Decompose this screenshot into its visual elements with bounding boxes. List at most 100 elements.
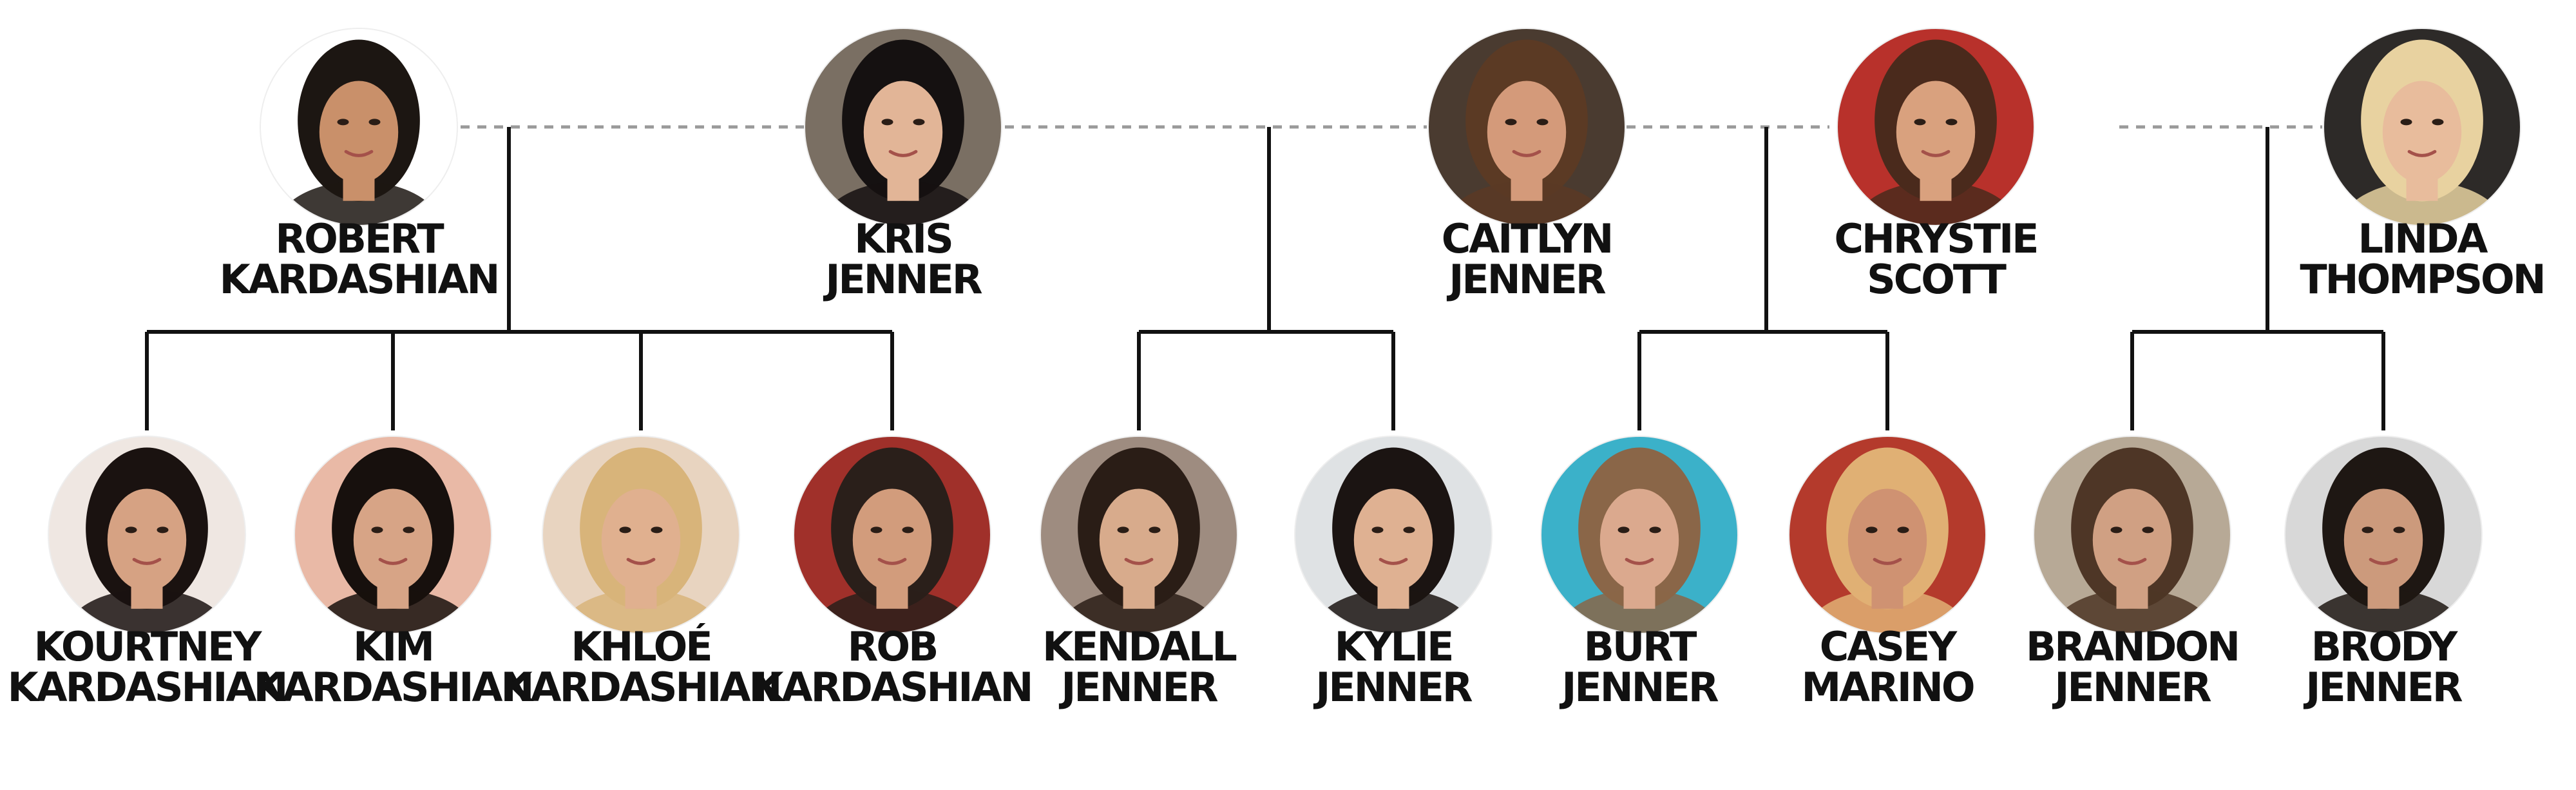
eye-left <box>1617 526 1630 534</box>
face-shape <box>1487 81 1567 184</box>
mouth <box>2117 557 2147 565</box>
shoulders-shape <box>274 181 443 226</box>
portrait-ring <box>804 28 1002 226</box>
connector-kardashian-children <box>145 127 894 430</box>
eye-left <box>881 119 893 126</box>
connector-scott-children <box>1637 127 1889 430</box>
face-shape <box>1353 488 1433 592</box>
face-shape <box>1599 488 1679 592</box>
portrait-ring <box>2323 28 2521 226</box>
connector-jenner-children <box>1137 127 1395 430</box>
shoulders-shape <box>1309 589 1478 633</box>
shoulders-shape <box>819 181 987 226</box>
name-first: LINDA <box>2358 215 2488 262</box>
shoulders-shape <box>309 589 477 633</box>
shoulders-shape <box>1803 589 1972 633</box>
name-first: BURT <box>1584 623 1697 670</box>
eye-left <box>1865 526 1878 534</box>
face-shape <box>107 488 187 592</box>
eye-left <box>1117 526 1129 534</box>
name-last: JENNER <box>823 256 982 303</box>
shoulders-shape <box>1555 589 1724 633</box>
eye-left <box>337 119 349 126</box>
name-first: BRANDON <box>2026 623 2238 670</box>
eye-left <box>2361 526 2374 534</box>
name-first: KOURTNEY <box>34 623 263 670</box>
eye-left <box>2110 526 2123 534</box>
face-shape <box>852 488 932 592</box>
name-last: THOMPSON <box>2300 256 2544 303</box>
face-shape <box>1099 488 1179 592</box>
portrait-ring <box>2284 436 2483 634</box>
eye-right <box>1897 526 1909 534</box>
portrait-caitlyn <box>1428 28 1625 226</box>
connector-thompson-children <box>2130 127 2385 430</box>
portrait-brody <box>2285 436 2482 633</box>
shoulders-shape <box>2299 589 2468 633</box>
shoulders-shape <box>2338 181 2506 226</box>
eye-right <box>403 526 415 534</box>
portrait-kris <box>805 28 1002 226</box>
mouth <box>1379 557 1408 565</box>
face-shape <box>2382 81 2462 184</box>
shoulders-shape <box>1442 181 1611 226</box>
face-shape <box>1847 488 1927 592</box>
portrait-ring <box>1294 436 1493 634</box>
eye-right <box>1149 526 1161 534</box>
mouth <box>378 557 408 565</box>
portrait-brandon <box>2034 436 2231 633</box>
portrait-casey <box>1789 436 1986 633</box>
name-last: KARDASHIAN <box>220 256 499 303</box>
face-shape <box>601 488 681 592</box>
portrait-robert <box>260 28 457 226</box>
mouth <box>1512 149 1541 157</box>
portrait-ring <box>1837 28 2035 226</box>
face-shape <box>2092 488 2172 592</box>
name-last: JENNER <box>1446 256 1606 303</box>
portrait-ring <box>1040 436 1238 634</box>
mouth <box>877 557 907 565</box>
name-last: KARDASHIAN <box>502 664 781 711</box>
shoulders-shape <box>808 589 977 633</box>
mouth <box>2407 149 2437 157</box>
portrait-burt <box>1541 436 1738 633</box>
name-first: KIM <box>353 623 433 670</box>
eye-right <box>2142 526 2154 534</box>
eye-left <box>2400 119 2412 126</box>
portrait-ring <box>542 436 740 634</box>
portrait-ring <box>48 436 246 634</box>
portrait-ring <box>1788 436 1987 634</box>
eye-right <box>1403 526 1415 534</box>
name-first: KRIS <box>854 215 952 262</box>
shoulders-shape <box>2048 589 2217 633</box>
mouth <box>1625 557 1654 565</box>
name-first: ROB <box>848 623 937 670</box>
name-first: CHRYSTIE <box>1834 215 2037 262</box>
portrait-kendall <box>1040 436 1237 633</box>
eye-left <box>870 526 883 534</box>
eye-right <box>902 526 914 534</box>
portrait-ring <box>260 28 458 226</box>
mouth <box>888 149 918 157</box>
eye-right <box>1536 119 1549 126</box>
face-shape <box>863 81 943 184</box>
eye-right <box>2432 119 2444 126</box>
name-first: KHLOÉ <box>571 623 711 670</box>
mouth <box>1873 557 1902 565</box>
portrait-linda <box>2323 28 2521 226</box>
name-first: CAITLYN <box>1442 215 1612 262</box>
mouth <box>2369 557 2398 565</box>
portrait-kylie <box>1295 436 1492 633</box>
mouth <box>1124 557 1154 565</box>
portrait-khloe <box>542 436 739 633</box>
